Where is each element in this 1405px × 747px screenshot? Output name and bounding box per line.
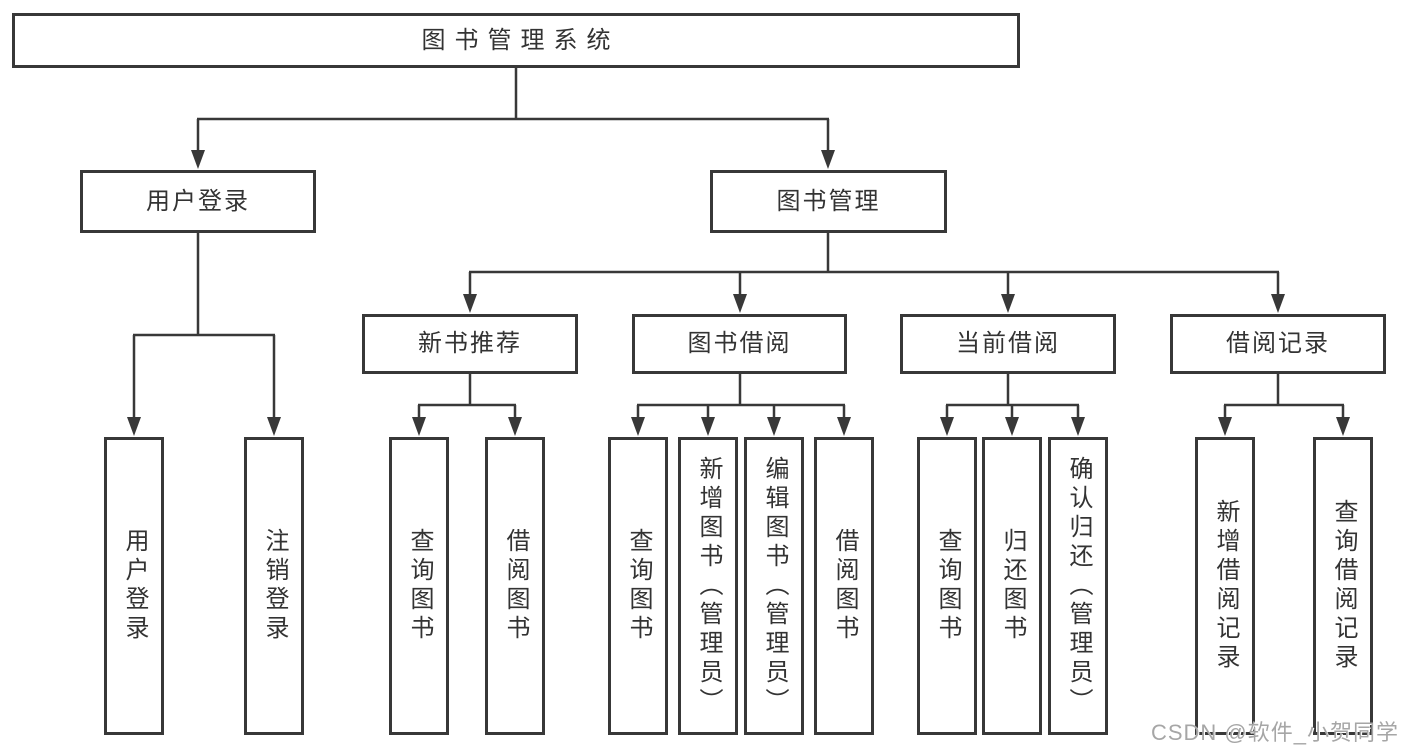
node-label: 图书管理系统 — [421, 26, 620, 54]
node-label: 注销登录 — [261, 528, 288, 644]
node-borrowing-records: 借阅记录 — [1170, 314, 1386, 374]
leaf-add-borrow-record: 新增借阅记录 — [1195, 437, 1255, 735]
node-label: 借阅图书 — [831, 528, 858, 644]
node-book-management: 图书管理 — [710, 170, 947, 233]
node-label: 查询图书 — [406, 528, 433, 644]
node-new-book-recommendation: 新书推荐 — [362, 314, 578, 374]
node-label: 用户登录 — [121, 528, 148, 644]
node-label: 新增借阅记录 — [1212, 499, 1239, 673]
node-label: 借阅记录 — [1226, 330, 1330, 357]
node-current-borrowing: 当前借阅 — [900, 314, 1116, 374]
watermark: CSDN @软件_小贺同学 — [1150, 720, 1399, 745]
node-label: 用户登录 — [146, 187, 250, 215]
leaf-add-book-admin: 新增图书（管理员） — [678, 437, 738, 735]
node-label: 查询图书 — [934, 528, 961, 644]
leaf-logout: 注销登录 — [244, 437, 304, 735]
node-library-management-system: 图书管理系统 — [12, 13, 1020, 68]
leaf-return-books: 归还图书 — [982, 437, 1042, 735]
node-label: 查询借阅记录 — [1330, 499, 1357, 673]
node-label: 归还图书 — [999, 528, 1026, 644]
node-label: 新书推荐 — [418, 330, 522, 357]
node-label: 图书管理 — [776, 187, 881, 215]
node-label: 当前借阅 — [956, 330, 1060, 357]
node-label: 图书借阅 — [687, 330, 792, 357]
leaf-borrow-books-recommend: 借阅图书 — [485, 437, 545, 735]
leaf-user-login: 用户登录 — [104, 437, 164, 735]
leaf-query-borrow-record: 查询借阅记录 — [1313, 437, 1373, 735]
leaf-query-books-borrow: 查询图书 — [608, 437, 668, 735]
leaf-confirm-return-admin: 确认归还（管理员） — [1048, 437, 1108, 735]
leaf-borrow-books: 借阅图书 — [814, 437, 874, 735]
node-label: 编辑图书（管理员） — [761, 455, 788, 717]
leaf-query-books-current: 查询图书 — [917, 437, 977, 735]
node-user-login: 用户登录 — [80, 170, 316, 233]
leaf-edit-book-admin: 编辑图书（管理员） — [744, 437, 804, 735]
node-label: 查询图书 — [625, 528, 652, 644]
node-label: 新增图书（管理员） — [695, 455, 722, 717]
node-label: 确认归还（管理员） — [1065, 455, 1092, 717]
node-label: 借阅图书 — [502, 528, 529, 644]
node-book-borrowing: 图书借阅 — [632, 314, 847, 374]
leaf-query-books-recommend: 查询图书 — [389, 437, 449, 735]
